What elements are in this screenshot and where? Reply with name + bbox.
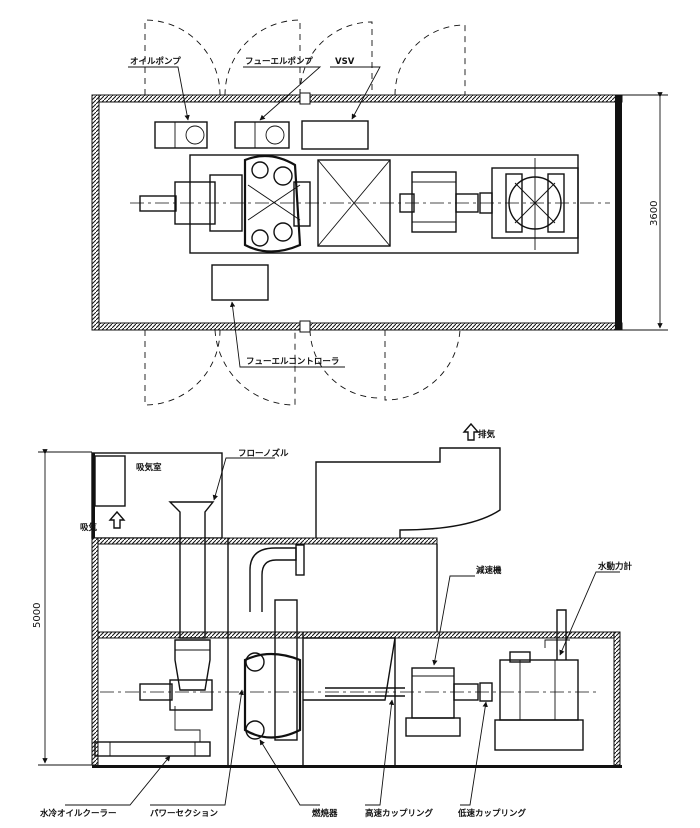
intake-stub	[139, 195, 177, 212]
wall-post	[299, 92, 311, 105]
label-vsv: VSV	[335, 57, 355, 67]
intake-stub-side	[139, 683, 173, 701]
engine-flange-top	[209, 174, 243, 232]
label-exhaust: 排気	[478, 429, 496, 440]
intake-arrow	[108, 510, 126, 529]
door-swing-arc	[144, 329, 221, 406]
door-swing-arc	[309, 329, 381, 399]
label-combustor: 燃焼器	[312, 808, 338, 819]
side-right-wall	[613, 631, 621, 766]
dimension-height: 5000	[32, 603, 43, 628]
fuel-pump-box	[234, 121, 290, 149]
exhaust-arrow	[462, 422, 480, 441]
flow-nozzle	[168, 501, 215, 639]
dynamometer-side	[499, 659, 579, 721]
top-view: オイルポンプ フューエルポンプ VSV フューエルコントローラ 3600	[91, 19, 668, 406]
side-view: 排気 吸気室 吸気 フローノズル 減速機 水動力計 水冷オイルクーラー パワーセ…	[32, 422, 633, 819]
exhaust-stack	[315, 447, 501, 538]
door-swing-arc	[299, 21, 373, 96]
reducer-side	[411, 667, 455, 719]
label-flow-nozzle: フローノズル	[238, 448, 289, 459]
side-left-wall	[91, 537, 99, 766]
label-fuel-pump: フューエルポンプ	[245, 56, 313, 67]
gearbox-top	[174, 181, 216, 225]
oil-cooler	[94, 741, 211, 757]
label-fuel-controller: フューエルコントローラ	[246, 357, 339, 367]
label-intake-room: 吸気室	[136, 462, 162, 473]
side-roof	[91, 537, 438, 545]
door-swing-arc	[224, 19, 301, 96]
side-mid-roof	[91, 631, 621, 639]
wall-top	[91, 94, 623, 103]
label-water-oil-cooler: 水冷オイルクーラー	[39, 808, 117, 819]
dimension-width: 3600	[649, 201, 660, 226]
vsv-box	[301, 120, 369, 150]
oil-pump-box	[154, 121, 208, 149]
label-reducer: 減速機	[476, 565, 502, 576]
wall-left	[91, 94, 100, 331]
wall-right	[615, 95, 622, 330]
exhaust-duct	[249, 547, 297, 612]
label-low-speed-coupling: 低速カップリング	[457, 808, 527, 819]
floor	[92, 765, 622, 768]
label-oil-pump: オイルポンプ	[130, 56, 181, 67]
combustor-top	[243, 154, 302, 253]
wall-post	[299, 320, 311, 333]
door-swing-arc	[394, 24, 466, 96]
combustor-side	[243, 652, 302, 739]
door-swing-arc	[144, 19, 221, 96]
label-dynamometer: 水動力計	[597, 561, 633, 572]
label-high-speed-coupling: 高速カップリング	[365, 808, 434, 819]
fuel-controller-box	[211, 264, 269, 301]
label-power-section: パワーセクション	[150, 808, 219, 819]
plenum-box	[317, 159, 391, 247]
wall-bottom	[91, 322, 623, 331]
door-swing-arc	[214, 329, 296, 406]
reducer-top	[411, 171, 457, 233]
label-intake: 吸気	[80, 522, 98, 533]
door-swing-arc	[384, 329, 461, 401]
